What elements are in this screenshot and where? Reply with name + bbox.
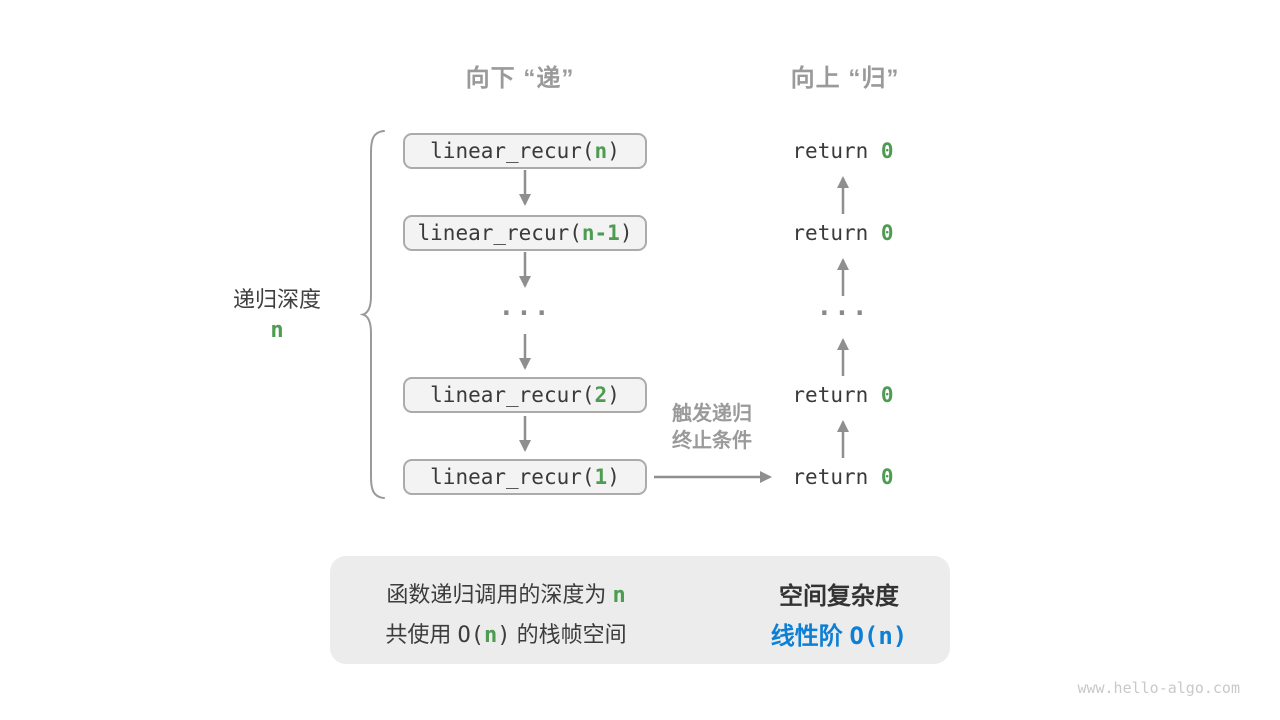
call-code: linear_recur( (430, 465, 595, 489)
call-code: ) (607, 465, 620, 489)
header-ascend: 向上 “归” (790, 65, 900, 92)
returns-ellipsis: ... (816, 292, 870, 322)
call-code: ) (607, 383, 620, 407)
call-arg: 1 (594, 465, 608, 489)
return-value: 0 (880, 465, 894, 489)
summary-panel (330, 556, 950, 664)
call-box-n-1: linear_recur(n-1) (403, 215, 647, 251)
big-o-code: O( (457, 623, 485, 648)
stack-ellipsis: ... (498, 292, 552, 322)
return-statement: return 0 (763, 462, 923, 492)
return-value: 0 (880, 221, 894, 245)
return-statement: return 0 (763, 218, 923, 248)
complexity-order-label: 线性阶 (770, 623, 850, 650)
depth-brace-icon (359, 130, 385, 499)
summary-text: 共使用 (385, 622, 458, 647)
return-code: return (792, 139, 881, 163)
space-complexity-title: 空间复杂度 (779, 583, 899, 610)
return-value: 0 (880, 383, 894, 407)
complexity-big-o: O(n) (849, 622, 908, 650)
recursion-depth-value: n (270, 318, 284, 343)
recursion-depth-label: 递归深度 (232, 287, 321, 312)
big-o-arg: n (484, 623, 498, 648)
header-descend: 向下 “递” (465, 65, 575, 92)
call-code: linear_recur( (417, 221, 582, 245)
call-arg: n (594, 139, 608, 163)
summary-text: 函数递归调用的深度为 (386, 582, 613, 607)
space-complexity-value: 线性阶 O(n) (739, 616, 939, 651)
return-value: 0 (880, 139, 894, 163)
return-code: return (792, 221, 881, 245)
return-code: return (792, 465, 881, 489)
return-statement: return 0 (763, 380, 923, 410)
call-code: linear_recur( (430, 383, 595, 407)
base-case-label-line2: 终止条件 (672, 430, 752, 452)
return-statement: return 0 (763, 136, 923, 166)
summary-line-2: 共使用 O(n) 的栈帧空间 (336, 617, 676, 649)
call-code: ) (619, 221, 633, 245)
big-o-code: ) (497, 623, 511, 648)
base-case-label-line1: 触发递归 (672, 403, 752, 425)
call-arg: n-1 (581, 221, 620, 245)
call-arg: 2 (594, 383, 608, 407)
call-code: linear_recur( (430, 139, 595, 163)
summary-depth-value: n (612, 583, 626, 608)
call-box-1: linear_recur(1) (403, 459, 647, 495)
return-code: return (792, 383, 881, 407)
summary-line-1: 函数递归调用的深度为 n (336, 577, 676, 609)
base-case-label: 触发递归 终止条件 (642, 401, 782, 455)
summary-text: 的栈帧空间 (510, 622, 627, 647)
call-box-2: linear_recur(2) (403, 377, 647, 413)
site-watermark: www.hello-algo.com (1077, 679, 1240, 697)
call-code: ) (607, 139, 620, 163)
call-box-n: linear_recur(n) (403, 133, 647, 169)
